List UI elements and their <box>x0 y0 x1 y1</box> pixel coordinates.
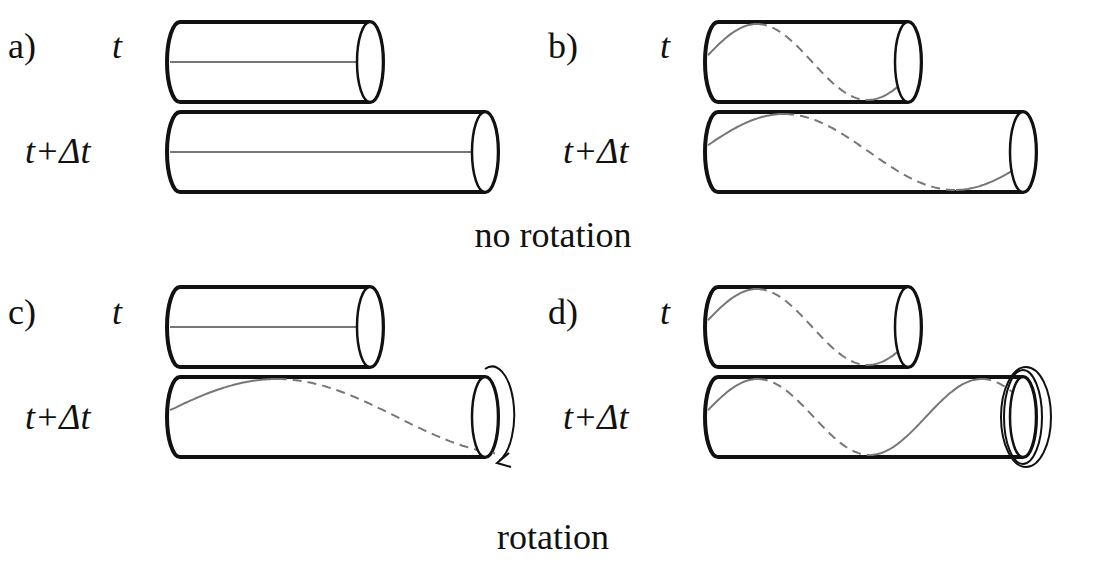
rotation-ring <box>1001 367 1051 467</box>
helix-line <box>170 379 278 410</box>
helix-line <box>278 379 495 453</box>
helix-line <box>871 379 983 455</box>
panel-letter: b) <box>548 27 578 67</box>
cylinder-body <box>705 287 921 367</box>
cylinder-body <box>705 112 1036 192</box>
caption-text: rotation <box>497 518 609 558</box>
rotation-arrow <box>485 367 514 461</box>
helix-line <box>708 24 758 55</box>
time-label: t+Δt <box>563 132 628 172</box>
surface-line <box>170 326 370 328</box>
cylinder-end <box>472 112 498 192</box>
time-label: t <box>112 293 122 333</box>
arrow-head <box>497 453 511 467</box>
cylinder-body <box>705 22 921 102</box>
cylinder-body <box>705 377 1036 457</box>
surface-line <box>170 61 370 63</box>
caption-text: no rotation <box>475 216 632 256</box>
time-label: t+Δt <box>25 132 90 172</box>
cylinder-body <box>167 377 498 457</box>
cylinder-end <box>472 377 498 457</box>
cylinder-end <box>357 287 383 367</box>
cylinder-end <box>1010 112 1036 192</box>
cylinder-end <box>1010 377 1036 457</box>
panel-letter: a) <box>8 27 36 67</box>
surface-line <box>170 151 485 153</box>
time-label: t+Δt <box>25 398 90 438</box>
helix-line <box>708 289 758 320</box>
helix-line <box>708 114 785 145</box>
cylinder-body <box>167 112 498 192</box>
panel-letter: c) <box>8 293 36 333</box>
helix-line <box>785 114 956 190</box>
cylinder-end <box>895 287 921 367</box>
helix-line <box>758 24 868 100</box>
cylinder-body <box>167 22 383 102</box>
rotation-ring <box>1004 370 1042 464</box>
time-label: t <box>660 27 670 67</box>
cylinder-body <box>167 287 383 367</box>
cylinder-end <box>357 22 383 102</box>
helix-line <box>758 289 868 365</box>
time-label: t+Δt <box>563 398 628 438</box>
helix-line <box>708 379 759 410</box>
helix-line <box>759 379 871 455</box>
cylinder-end <box>895 22 921 102</box>
panel-letter: d) <box>548 293 578 333</box>
time-label: t <box>112 27 122 67</box>
time-label: t <box>660 293 670 333</box>
